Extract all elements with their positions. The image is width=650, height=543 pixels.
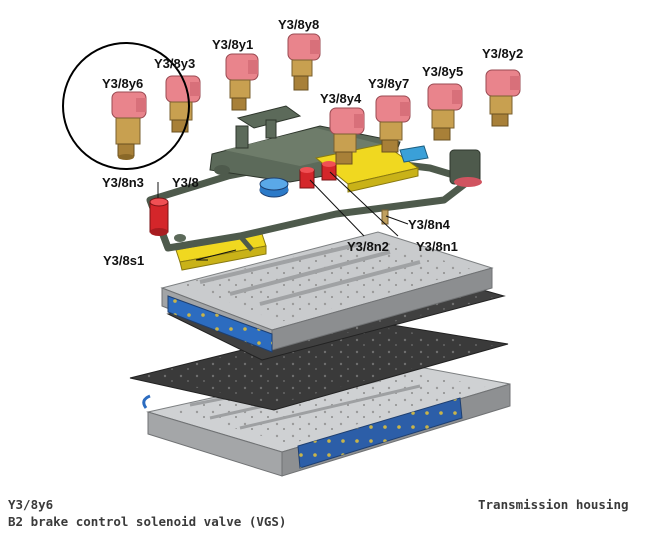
label-y3-8y4: Y3/8y4	[320, 91, 362, 106]
speed-sensor-blue	[259, 177, 289, 198]
caption-code: Y3/8y6	[8, 497, 54, 512]
y3-8n3-actuator	[149, 197, 169, 236]
solenoid-y3-8y8	[287, 33, 321, 91]
caption-context: Transmission housing	[478, 497, 629, 512]
label-y3-8: Y3/8	[172, 175, 199, 190]
highlight-circle	[62, 42, 190, 170]
solenoid-y3-8y3	[165, 75, 201, 133]
label-y3-8y6: Y3/8y6	[102, 76, 144, 91]
label-y3-8n3: Y3/8n3	[102, 175, 144, 190]
label-y3-8n1: Y3/8n1	[416, 239, 458, 254]
label-y3-8y1: Y3/8y1	[212, 37, 254, 52]
upper-valve-housing	[160, 231, 494, 353]
label-y3-8s1: Y3/8s1	[103, 253, 145, 268]
label-y3-8y8: Y3/8y8	[278, 17, 320, 32]
label-y3-8y2: Y3/8y2	[482, 46, 524, 61]
lower-valve-housing	[142, 359, 511, 477]
solenoid-y3-8y7	[375, 95, 411, 153]
label-y3-8n4: Y3/8n4	[408, 217, 450, 232]
solenoid-y3-8y5	[427, 83, 463, 141]
solenoid-y3-8y6	[111, 91, 147, 160]
solenoid-y3-8y4	[329, 107, 365, 165]
label-y3-8y5: Y3/8y5	[422, 64, 464, 79]
caption-description: B2 brake control solenoid valve (VGS)	[8, 514, 287, 529]
solenoid-y3-8y1	[225, 53, 259, 111]
label-y3-8y7: Y3/8y7	[368, 76, 410, 91]
label-y3-8y3: Y3/8y3	[154, 56, 196, 71]
label-y3-8n2: Y3/8n2	[347, 239, 389, 254]
leader-lines	[157, 171, 409, 261]
y3-8n2-actuator	[299, 167, 315, 189]
solenoid-y3-8y2	[485, 69, 521, 127]
y3-8n1-actuator	[321, 161, 337, 181]
